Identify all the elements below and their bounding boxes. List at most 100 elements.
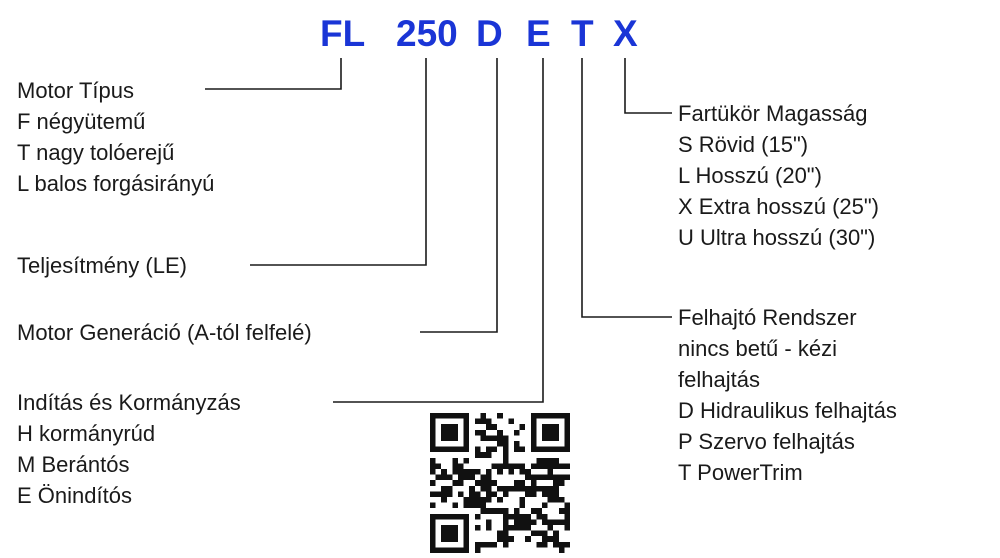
qr-module: [536, 474, 542, 481]
qr-module: [519, 469, 526, 475]
qr-module: [463, 441, 470, 447]
qr-module: [441, 435, 447, 441]
qr-module: [497, 536, 503, 542]
tilt-title: Felhajtó Rendszer: [678, 305, 857, 330]
qr-module: [480, 541, 486, 548]
qr-module: [430, 429, 436, 436]
qr-module: [553, 413, 559, 419]
qr-module: [564, 508, 570, 514]
qr-module: [491, 435, 498, 441]
qr-module: [452, 446, 458, 453]
qr-module: [430, 435, 436, 441]
qr-module: [530, 491, 537, 497]
qr-module: [564, 502, 570, 509]
qr-module: [430, 502, 436, 509]
qr-module: [564, 541, 570, 548]
qr-module: [497, 413, 503, 419]
qr-module: [542, 519, 548, 525]
qr-module: [452, 457, 458, 464]
qr-module: [463, 469, 470, 475]
transom-item: L Hosszú (20"): [678, 163, 822, 188]
qr-module: [469, 502, 475, 509]
qr-module: [547, 457, 554, 464]
qr-module: [547, 413, 554, 419]
qr-module: [486, 452, 492, 458]
qr-module: [502, 463, 509, 469]
qr-module: [452, 525, 458, 531]
qr-module: [525, 513, 531, 520]
qr-module: [430, 469, 436, 475]
qr-module: [514, 429, 520, 436]
qr-module: [441, 446, 447, 453]
qr-module: [458, 547, 464, 553]
qr-module: [547, 525, 554, 531]
qr-module: [480, 485, 486, 492]
qr-module: [530, 485, 537, 492]
qr-module: [502, 536, 509, 542]
qr-module: [564, 525, 570, 531]
qr-module: [441, 530, 447, 537]
qr-module: [542, 530, 548, 537]
qr-module: [553, 541, 559, 548]
qr-module: [441, 424, 447, 430]
qr-module: [502, 441, 509, 447]
qr-module: [514, 446, 520, 453]
connector-tilt: [581, 58, 672, 318]
qr-module: [474, 429, 481, 436]
qr-module: [530, 429, 537, 436]
connector-start-steering: [333, 58, 544, 403]
qr-module: [486, 418, 492, 425]
qr-module: [486, 480, 492, 486]
transom-item: U Ultra hosszú (30"): [678, 225, 876, 250]
qr-module: [542, 463, 548, 469]
qr-module: [558, 480, 565, 486]
qr-module: [491, 491, 498, 497]
qr-module: [480, 474, 486, 481]
code-250: 250: [396, 13, 458, 54]
qr-module: [430, 424, 436, 430]
qr-module: [486, 474, 492, 481]
qr-module: [542, 513, 548, 520]
qr-module: [430, 480, 436, 486]
qr-module: [558, 508, 565, 514]
qr-module: [441, 485, 447, 492]
qr-module: [463, 497, 470, 503]
qr-module: [525, 519, 531, 525]
qr-module: [525, 525, 531, 531]
qr-module: [458, 480, 464, 486]
qr-module: [458, 463, 464, 469]
qr-module: [558, 497, 565, 503]
qr-module: [441, 429, 447, 436]
qr-module: [486, 485, 492, 492]
qr-module: [502, 525, 509, 531]
qr-module: [536, 446, 542, 453]
qr-module: [542, 457, 548, 464]
qr-module: [547, 519, 554, 525]
qr-module: [430, 491, 436, 497]
qr-module: [553, 491, 559, 497]
qr-module: [547, 446, 554, 453]
qr-module: [536, 463, 542, 469]
qr-module: [441, 547, 447, 553]
qr-module: [435, 446, 442, 453]
qr-module: [502, 452, 509, 458]
qr-module: [547, 435, 554, 441]
qr-module: [558, 413, 565, 419]
qr-module: [430, 441, 436, 447]
qr-module: [452, 424, 458, 430]
qr-module: [514, 485, 520, 492]
qr-module: [530, 530, 537, 537]
qr-module: [542, 502, 548, 509]
qr-module: [502, 446, 509, 453]
qr-module: [547, 497, 554, 503]
qr-module: [491, 508, 498, 514]
start-steering-item: M Berántós: [17, 452, 130, 477]
qr-module: [463, 474, 470, 481]
qr-module: [463, 446, 470, 453]
qr-module: [497, 530, 503, 537]
qr-module: [497, 441, 503, 447]
tilt-block: Felhajtó Rendszer nincs betű - kézi felh…: [678, 302, 897, 488]
qr-code-icon[interactable]: [430, 413, 570, 553]
qr-module: [474, 541, 481, 548]
qr-module: [452, 530, 458, 537]
